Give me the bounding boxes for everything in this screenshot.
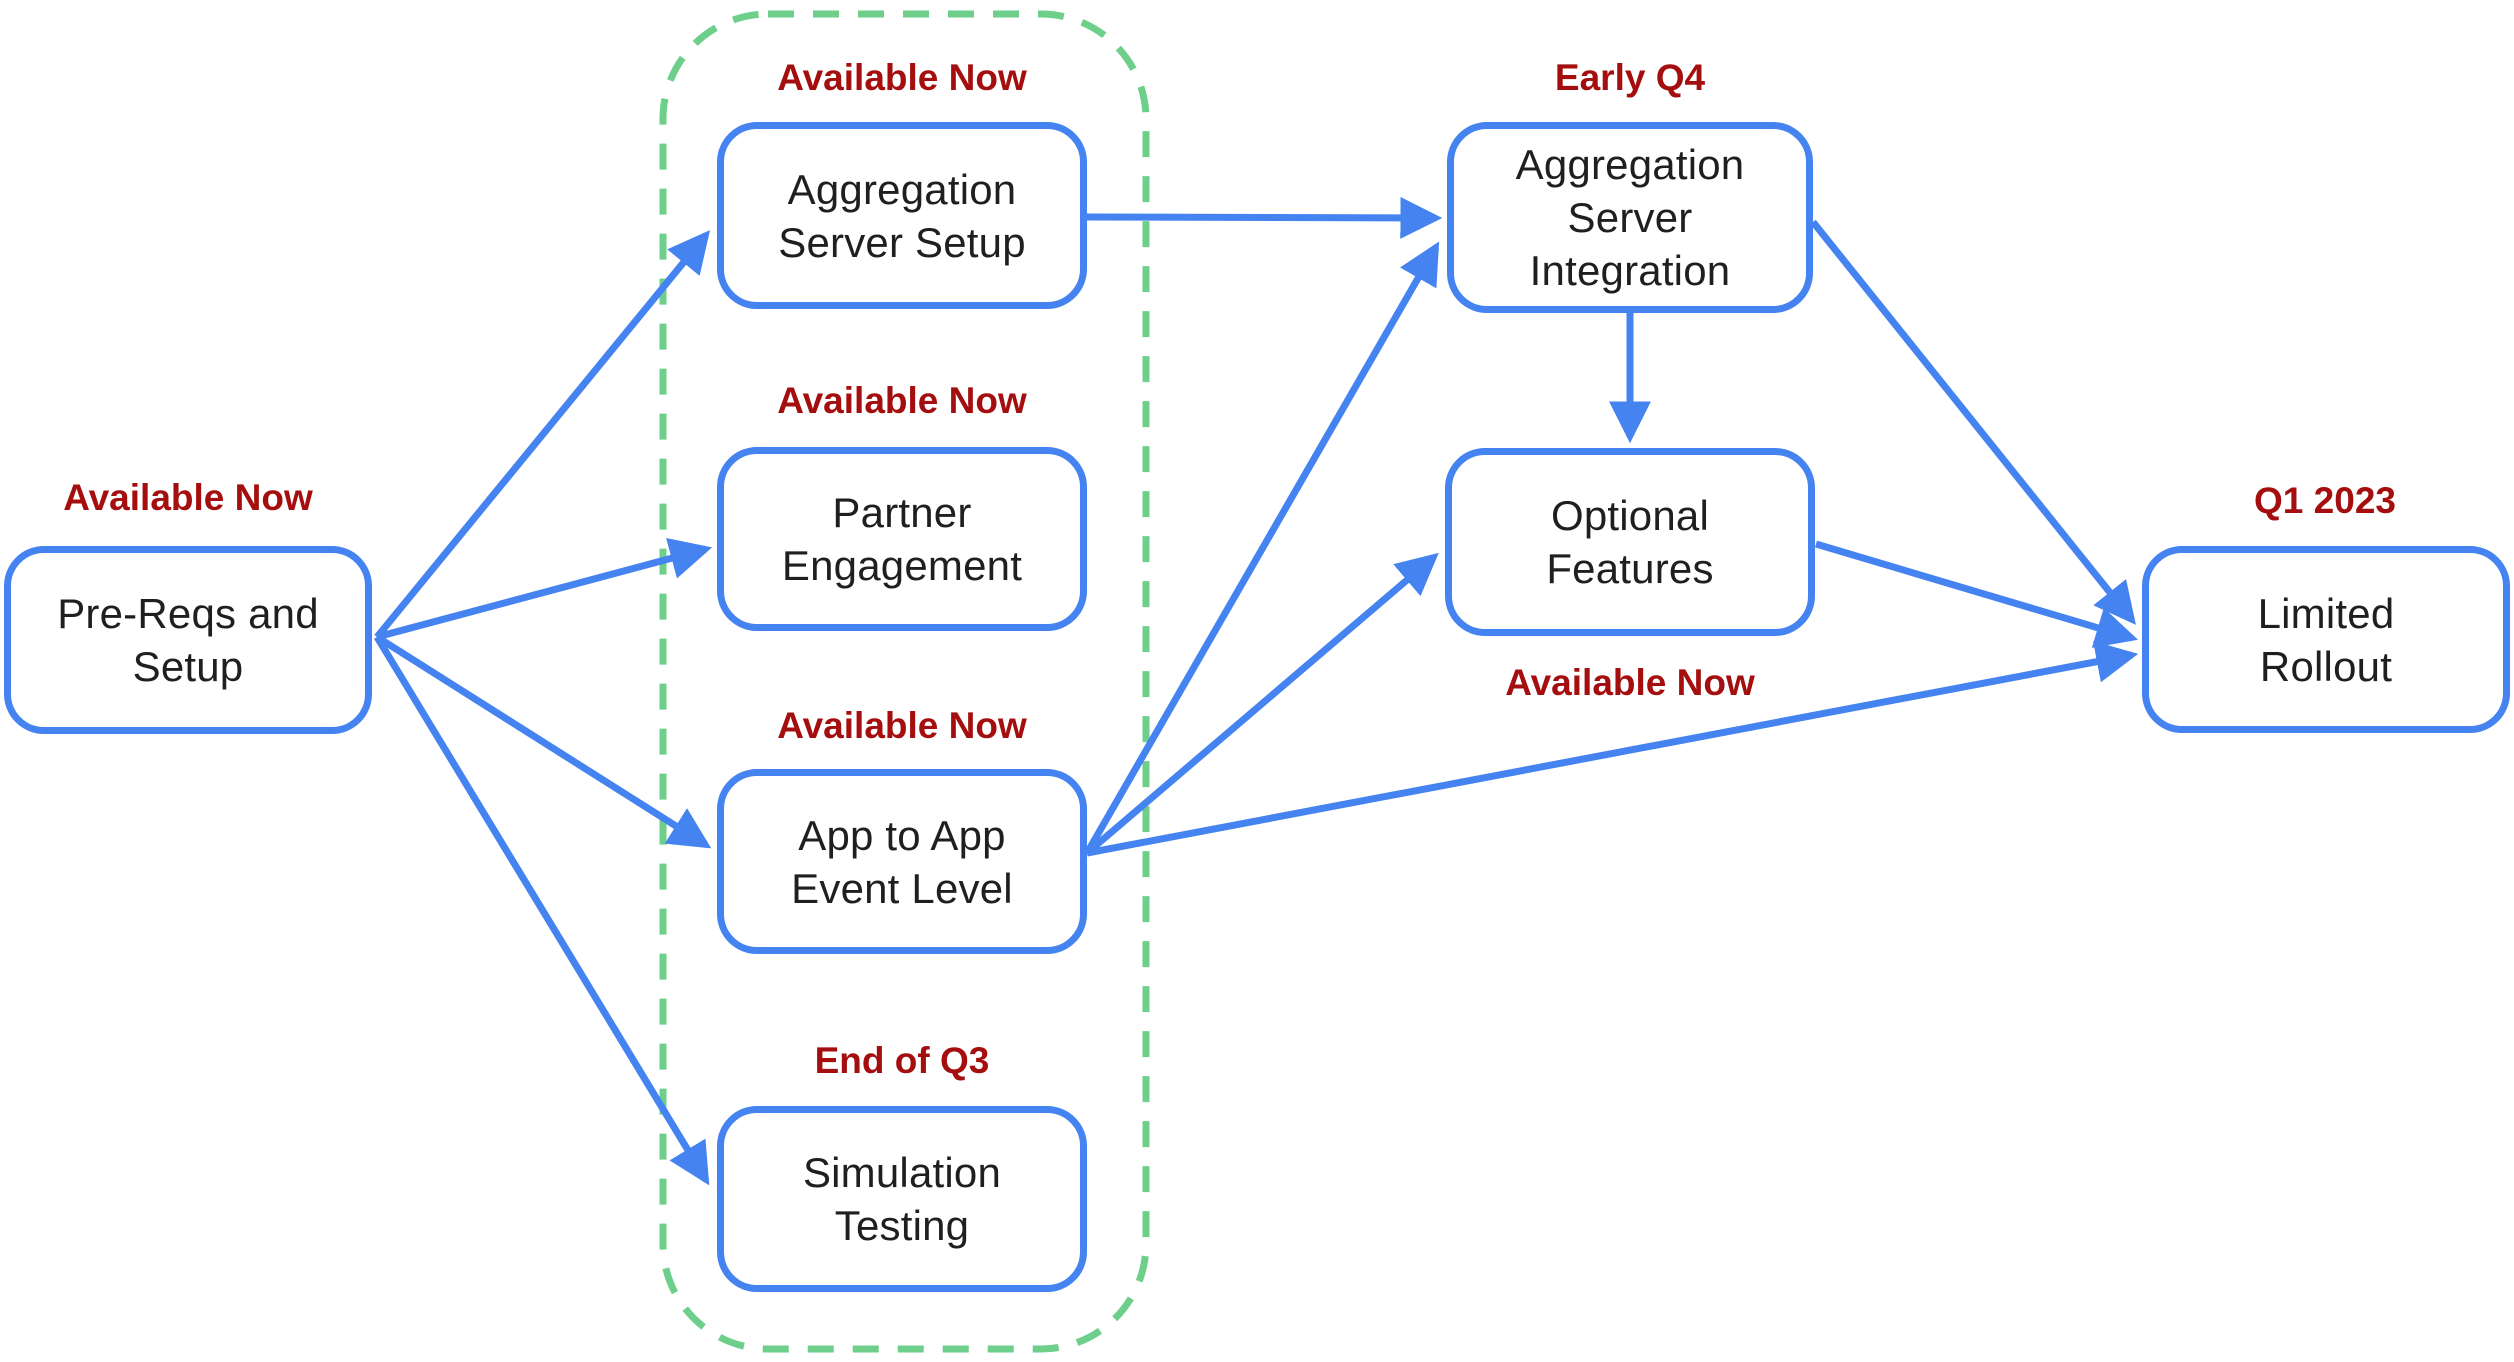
node-label-line: Aggregation [787,165,1017,213]
status-label-pre-reqs: Available Now [63,477,313,518]
node-label: App to App Event Level [791,809,1013,915]
arrow-app-to-app-to-limited-rollout [1086,641,2139,857]
arrow-prereqs-to-aggregation-setup [374,230,710,640]
node-aggregation-server-integration: Aggregation Server Integration [1447,122,1813,313]
node-label-line: Setup [132,643,244,690]
arrow-prereqs-to-app-to-app [375,634,712,849]
node-pre-reqs-and-setup: Pre-Reqs and Setup [4,546,372,734]
node-label-line: Pre-Reqs and [57,590,319,637]
arrow-app-to-app-to-optional-features [1084,552,1439,856]
node-partner-engagement: Partner Engagement [717,447,1087,631]
node-label: Pre-Reqs and Setup [57,587,319,693]
available-group-outline [659,10,1150,1353]
node-optional-features: Optional Features [1445,448,1815,636]
node-simulation-testing: Simulation Testing [717,1106,1087,1292]
status-label-aggregation-integration: Early Q4 [1554,57,1706,98]
node-aggregation-server-setup: Aggregation Server Setup [717,122,1087,309]
node-label-line: Event Level [791,864,1013,912]
arrow-prereqs-to-simulation-testing [374,635,710,1186]
arrow-prereqs-to-partner-engagement [376,537,713,641]
status-label-partner-engagement: Available Now [777,380,1027,421]
node-label: Optional Features [1546,489,1713,595]
node-label-line: Server Setup [778,218,1026,266]
node-label-line: Integration [1529,247,1731,294]
node-label-line: Simulation [802,1149,1002,1196]
node-label-line: Partner [832,489,972,536]
arrow-integration-to-limited-rollout [1810,219,2136,625]
arrow-optional-features-to-limited-rollout [1815,540,2139,648]
status-label-limited-rollout: Q1 2023 [2254,480,2396,521]
node-limited-rollout: Limited Rollout [2142,546,2510,733]
node-label: Partner Engagement [782,486,1022,592]
status-label-aggregation-setup: Available Now [777,57,1027,98]
node-label-line: Optional [1550,492,1710,539]
node-app-to-app-event-level: App to App Event Level [717,769,1087,954]
node-label-line: Testing [834,1202,970,1249]
status-label-app-to-app: Available Now [777,705,1027,746]
node-label-line: Features [1546,545,1714,592]
node-label-line: Server [1567,194,1693,241]
node-label-line: Limited [2257,589,2395,637]
node-label: Aggregation Server Integration [1516,138,1745,297]
status-label-optional-features: Available Now [1505,662,1755,703]
node-label-line: Aggregation [1515,141,1745,188]
node-label: Aggregation Server Setup [778,163,1026,269]
node-label: Limited Rollout [2258,587,2395,693]
node-label: Simulation Testing [803,1146,1001,1252]
arrow-aggregation-setup-to-integration [1086,196,1443,239]
status-label-simulation-testing: End of Q3 [814,1040,990,1081]
node-label-line: Rollout [2259,642,2393,690]
arrow-app-to-app-to-integration [1083,241,1440,855]
node-label-line: Engagement [781,542,1023,589]
node-label-line: App to App [798,811,1006,859]
